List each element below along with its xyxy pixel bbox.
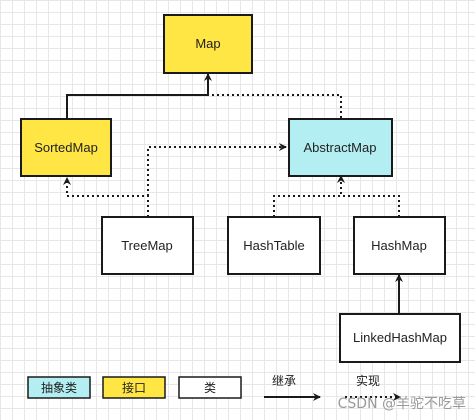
legend-abstract: 抽象类 [27,376,91,399]
legend-inherit: 继承 [264,374,321,401]
legend-implement: 实现 [345,373,401,401]
edge-hashmap-abstractmap [341,195,400,217]
node-abstractmap-box [288,118,393,177]
connectors [63,73,403,313]
node-linkedhashmap: LinkedHashMap [339,313,461,363]
node-hashtable-box [227,216,321,275]
legend-class: 类 [178,376,242,399]
node-map-box [163,14,253,74]
legend-class-swatch [178,376,242,399]
node-treemap: TreeMap [101,216,194,275]
node-hashmap-label: HashMap [371,238,427,253]
node-sortedmap-box [20,118,112,177]
legend-interface-label: 接口 [122,380,146,395]
node-abstractmap: AbstractMap [288,118,393,177]
legend-inherit-label: 继承 [272,374,296,388]
node-linkedhashmap-label: LinkedHashMap [353,330,447,345]
node-linkedhashmap-box [339,313,461,363]
edge-sortedmap-map [66,73,212,118]
node-hashmap: HashMap [353,216,446,275]
node-abstractmap-label: AbstractMap [304,140,377,155]
node-hashtable-label: HashTable [243,238,304,253]
legend-interface: 接口 [102,376,166,399]
node-treemap-box [101,216,194,275]
edge-abstractmap-map [208,94,342,118]
node-map: Map [163,14,253,74]
watermark-text: CSDN @羊驼不吃草 [338,395,466,412]
legend-class-label: 类 [204,381,216,395]
edge-hashtable-abstractmap [273,175,345,217]
node-sortedmap-label: SortedMap [34,140,98,155]
node-sortedmap: SortedMap [20,118,112,177]
node-hashmap-box [353,216,446,275]
node-hashtable: HashTable [227,216,321,275]
legend-implement-label: 实现 [356,373,380,388]
node-treemap-label: TreeMap [121,238,173,253]
edge-treemap-sortedmap [63,177,149,217]
legend-abstract-swatch [27,376,91,399]
legend-abstract-label: 抽象类 [41,381,77,395]
edge-treemap-abstractmap [147,143,287,196]
legend-interface-swatch [102,376,166,399]
node-map-label: Map [195,36,220,51]
legend: 抽象类 接口 类 继承 实现 [27,373,401,401]
